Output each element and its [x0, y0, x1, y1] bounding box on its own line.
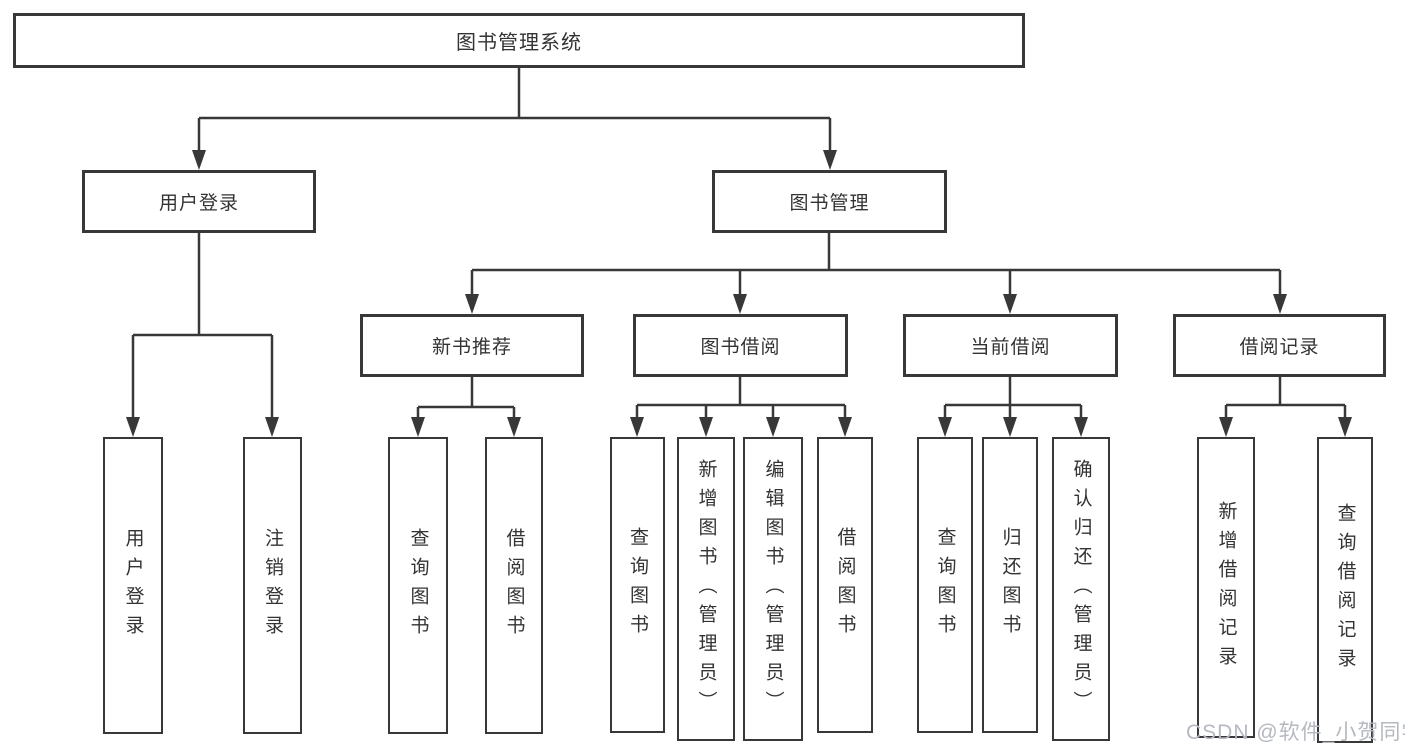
- leaf-borrow-book-b: 借阅图书: [817, 437, 873, 733]
- leaf-edit-book-admin: 编辑图书（管理员）: [743, 437, 803, 741]
- leaf-query-book-a: 查询图书: [388, 437, 448, 734]
- arrowhead-icon: [1003, 294, 1017, 314]
- leaf-query-book-b: 查询图书: [610, 437, 665, 733]
- node-root-label: 图书管理系统: [456, 32, 582, 54]
- arrowhead-icon: [126, 417, 140, 437]
- leaf-add-book-admin-label: 新增图书（管理员）: [695, 458, 717, 720]
- leaf-query-book-c: 查询图书: [917, 437, 973, 733]
- leaf-add-borrow-record: 新增借阅记录: [1197, 437, 1255, 738]
- node-user-login-label: 用户登录: [158, 193, 239, 214]
- leaf-user-login: 用户登录: [103, 437, 163, 734]
- arrowhead-icon: [411, 417, 425, 437]
- leaf-borrow-book-a: 借阅图书: [485, 437, 543, 734]
- watermark: CSDN @软件_小贺同学: [1186, 721, 1405, 744]
- arrowhead-icon: [838, 417, 852, 437]
- leaf-query-book-b-label: 查询图书: [627, 527, 648, 643]
- leaf-query-book-c-label: 查询图书: [934, 527, 956, 643]
- leaf-borrow-book-a-label: 借阅图书: [503, 527, 525, 644]
- arrowhead-icon: [192, 150, 206, 170]
- leaf-add-borrow-record-label: 新增借阅记录: [1215, 500, 1237, 675]
- leaf-return-book: 归还图书: [982, 437, 1038, 733]
- arrowhead-icon: [733, 294, 747, 314]
- arrowhead-icon: [507, 417, 521, 437]
- node-borrow-records-label: 借阅记录: [1239, 337, 1320, 358]
- leaf-user-login-label: 用户登录: [122, 527, 144, 644]
- leaf-borrow-book-b-label: 借阅图书: [834, 527, 856, 643]
- arrowhead-icon: [1338, 417, 1352, 437]
- connector-borrow-records-to-leaves: [1224, 377, 1347, 417]
- leaf-query-book-a-label: 查询图书: [407, 527, 429, 644]
- leaf-add-book-admin: 新增图书（管理员）: [677, 437, 735, 741]
- node-book-borrow: 图书借阅: [633, 314, 848, 377]
- connector-root-to-level2: [197, 68, 832, 150]
- leaf-edit-book-admin-label: 编辑图书（管理员）: [762, 458, 784, 720]
- connector-user-login-to-leaves: [131, 233, 274, 417]
- connector-current-borrow-to-leaves: [943, 377, 1083, 417]
- arrowhead-icon: [1219, 417, 1233, 437]
- arrowhead-icon: [465, 294, 479, 314]
- node-book-management-label: 图书管理: [789, 193, 870, 214]
- arrowhead-icon: [265, 417, 279, 437]
- node-book-borrow-label: 图书借阅: [700, 337, 781, 358]
- node-current-borrow: 当前借阅: [903, 314, 1118, 377]
- leaf-query-borrow-record: 查询借阅记录: [1317, 437, 1373, 743]
- node-new-book-recommend: 新书推荐: [360, 314, 584, 377]
- node-new-book-recommend-label: 新书推荐: [431, 337, 512, 358]
- leaf-confirm-return-admin: 确认归还（管理员）: [1052, 437, 1110, 741]
- leaf-confirm-return-admin-label: 确认归还（管理员）: [1070, 458, 1092, 720]
- leaf-return-book-label: 归还图书: [999, 527, 1021, 643]
- connector-book-borrow-to-leaves: [635, 377, 847, 417]
- arrowhead-icon: [938, 417, 952, 437]
- node-user-login: 用户登录: [82, 170, 316, 233]
- arrowhead-icon: [1273, 294, 1287, 314]
- node-book-management: 图书管理: [712, 170, 947, 233]
- arrowhead-icon: [1074, 417, 1088, 437]
- arrowhead-icon: [699, 417, 713, 437]
- node-current-borrow-label: 当前借阅: [970, 337, 1051, 358]
- arrowhead-icon: [1003, 417, 1017, 437]
- connector-new-book-rec-to-leaves: [416, 377, 516, 417]
- arrowhead-icon: [766, 417, 780, 437]
- leaf-logout-label: 注销登录: [262, 527, 283, 644]
- leaf-query-borrow-record-label: 查询借阅记录: [1334, 503, 1356, 677]
- arrowhead-icon: [823, 150, 837, 170]
- node-root: 图书管理系统: [13, 13, 1025, 68]
- leaf-logout: 注销登录: [243, 437, 302, 734]
- connector-book-mgmt-to-level3: [470, 233, 1282, 294]
- arrowhead-icon: [630, 417, 644, 437]
- node-borrow-records: 借阅记录: [1173, 314, 1386, 377]
